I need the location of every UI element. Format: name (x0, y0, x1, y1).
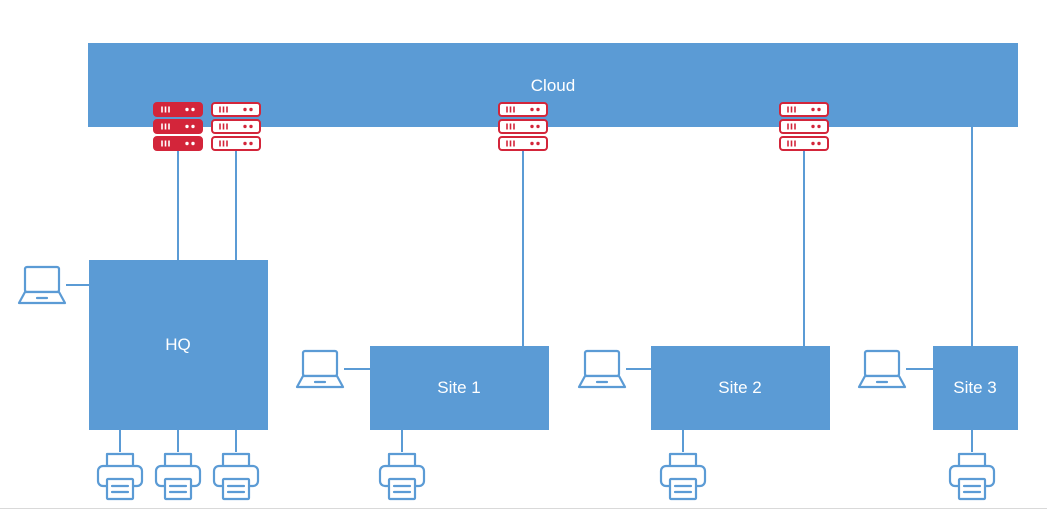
hq-node[interactable]: HQ (89, 260, 268, 430)
printer-icon[interactable] (96, 452, 144, 501)
site3-node[interactable]: Site 3 (933, 346, 1018, 430)
laptop-icon[interactable] (295, 349, 345, 389)
server-stack-icon[interactable] (498, 102, 548, 151)
site1-label: Site 1 (437, 378, 480, 397)
printer-icon[interactable] (154, 452, 202, 501)
hq-label: HQ (165, 335, 191, 354)
printer-icon[interactable] (212, 452, 260, 501)
server-stack-icon[interactable] (779, 102, 829, 151)
server-stack-icon[interactable] (211, 102, 261, 151)
printer-icon[interactable] (659, 452, 707, 501)
site2-node[interactable]: Site 2 (651, 346, 830, 430)
site2-label: Site 2 (718, 378, 761, 397)
laptop-icon[interactable] (577, 349, 627, 389)
cloud-label: Cloud (531, 76, 575, 95)
site1-node[interactable]: Site 1 (370, 346, 549, 430)
connection-lines (66, 126, 973, 452)
laptop-icon[interactable] (17, 265, 67, 305)
printer-icon[interactable] (378, 452, 426, 501)
printer-icon[interactable] (948, 452, 996, 501)
site3-label: Site 3 (953, 378, 996, 397)
laptop-icon[interactable] (857, 349, 907, 389)
server-stack-icon[interactable] (153, 102, 203, 151)
